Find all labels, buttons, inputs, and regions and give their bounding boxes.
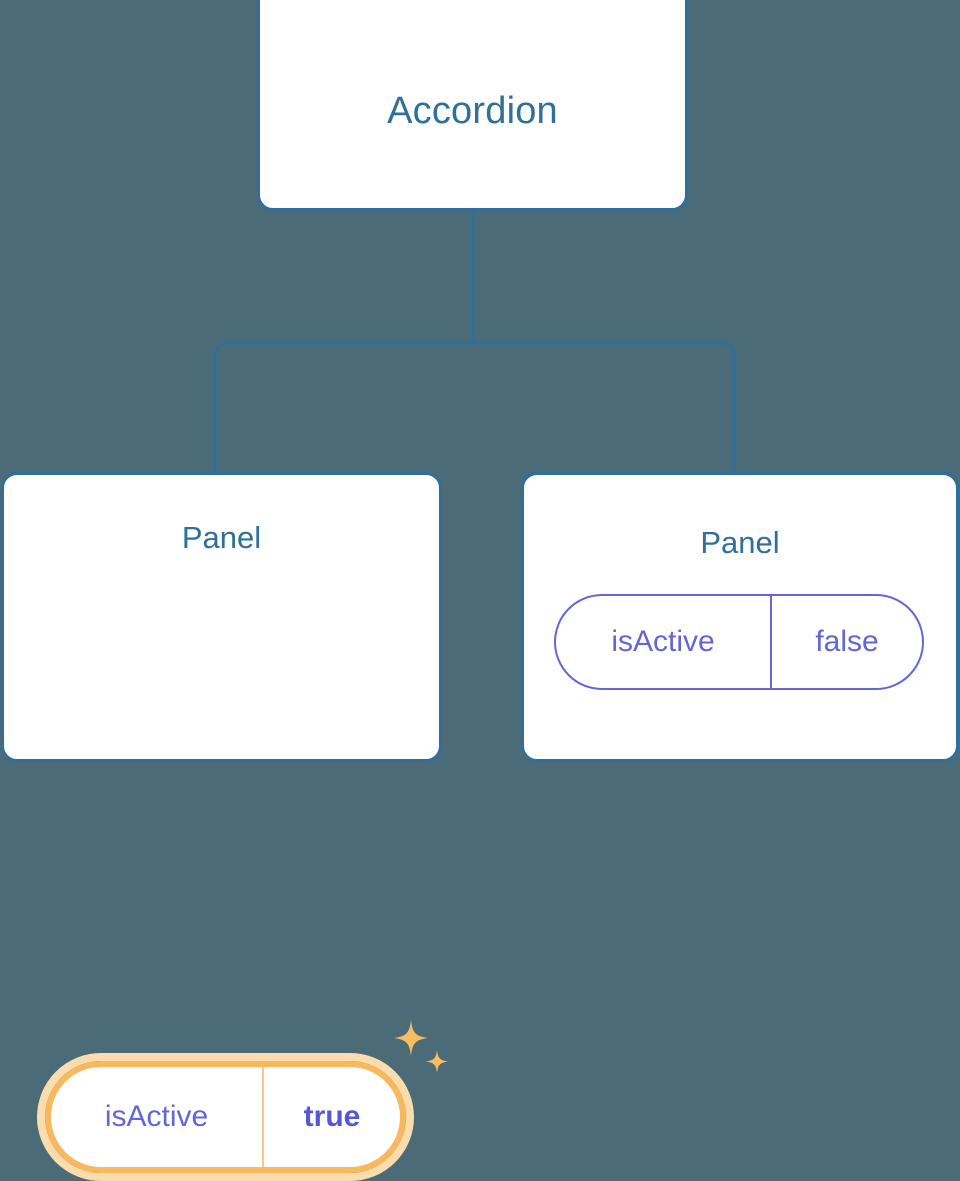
prop-value: false (815, 625, 879, 658)
node-accordion[interactable]: Accordion (257, 0, 688, 211)
node-panel-active-title: Panel (181, 520, 262, 555)
sparkle-large-icon (394, 1020, 428, 1056)
node-accordion-title: Accordion (387, 90, 558, 132)
prop-key: isActive (556, 596, 772, 688)
node-panel-active[interactable]: Panel isActive true (1, 472, 448, 1181)
prop-pill-body[interactable]: isActive true (45, 1061, 406, 1173)
prop-value: true (303, 1100, 361, 1133)
node-panel-inactive-title: Panel (700, 525, 780, 560)
prop-pill-isactive-true[interactable]: isActive true (37, 1053, 414, 1181)
connector-branch-bus (213, 341, 736, 472)
prop-key: isActive (51, 1067, 264, 1167)
prop-pill-isactive-false[interactable]: isActive false (554, 594, 924, 690)
sparkle-small-icon (426, 1050, 448, 1073)
